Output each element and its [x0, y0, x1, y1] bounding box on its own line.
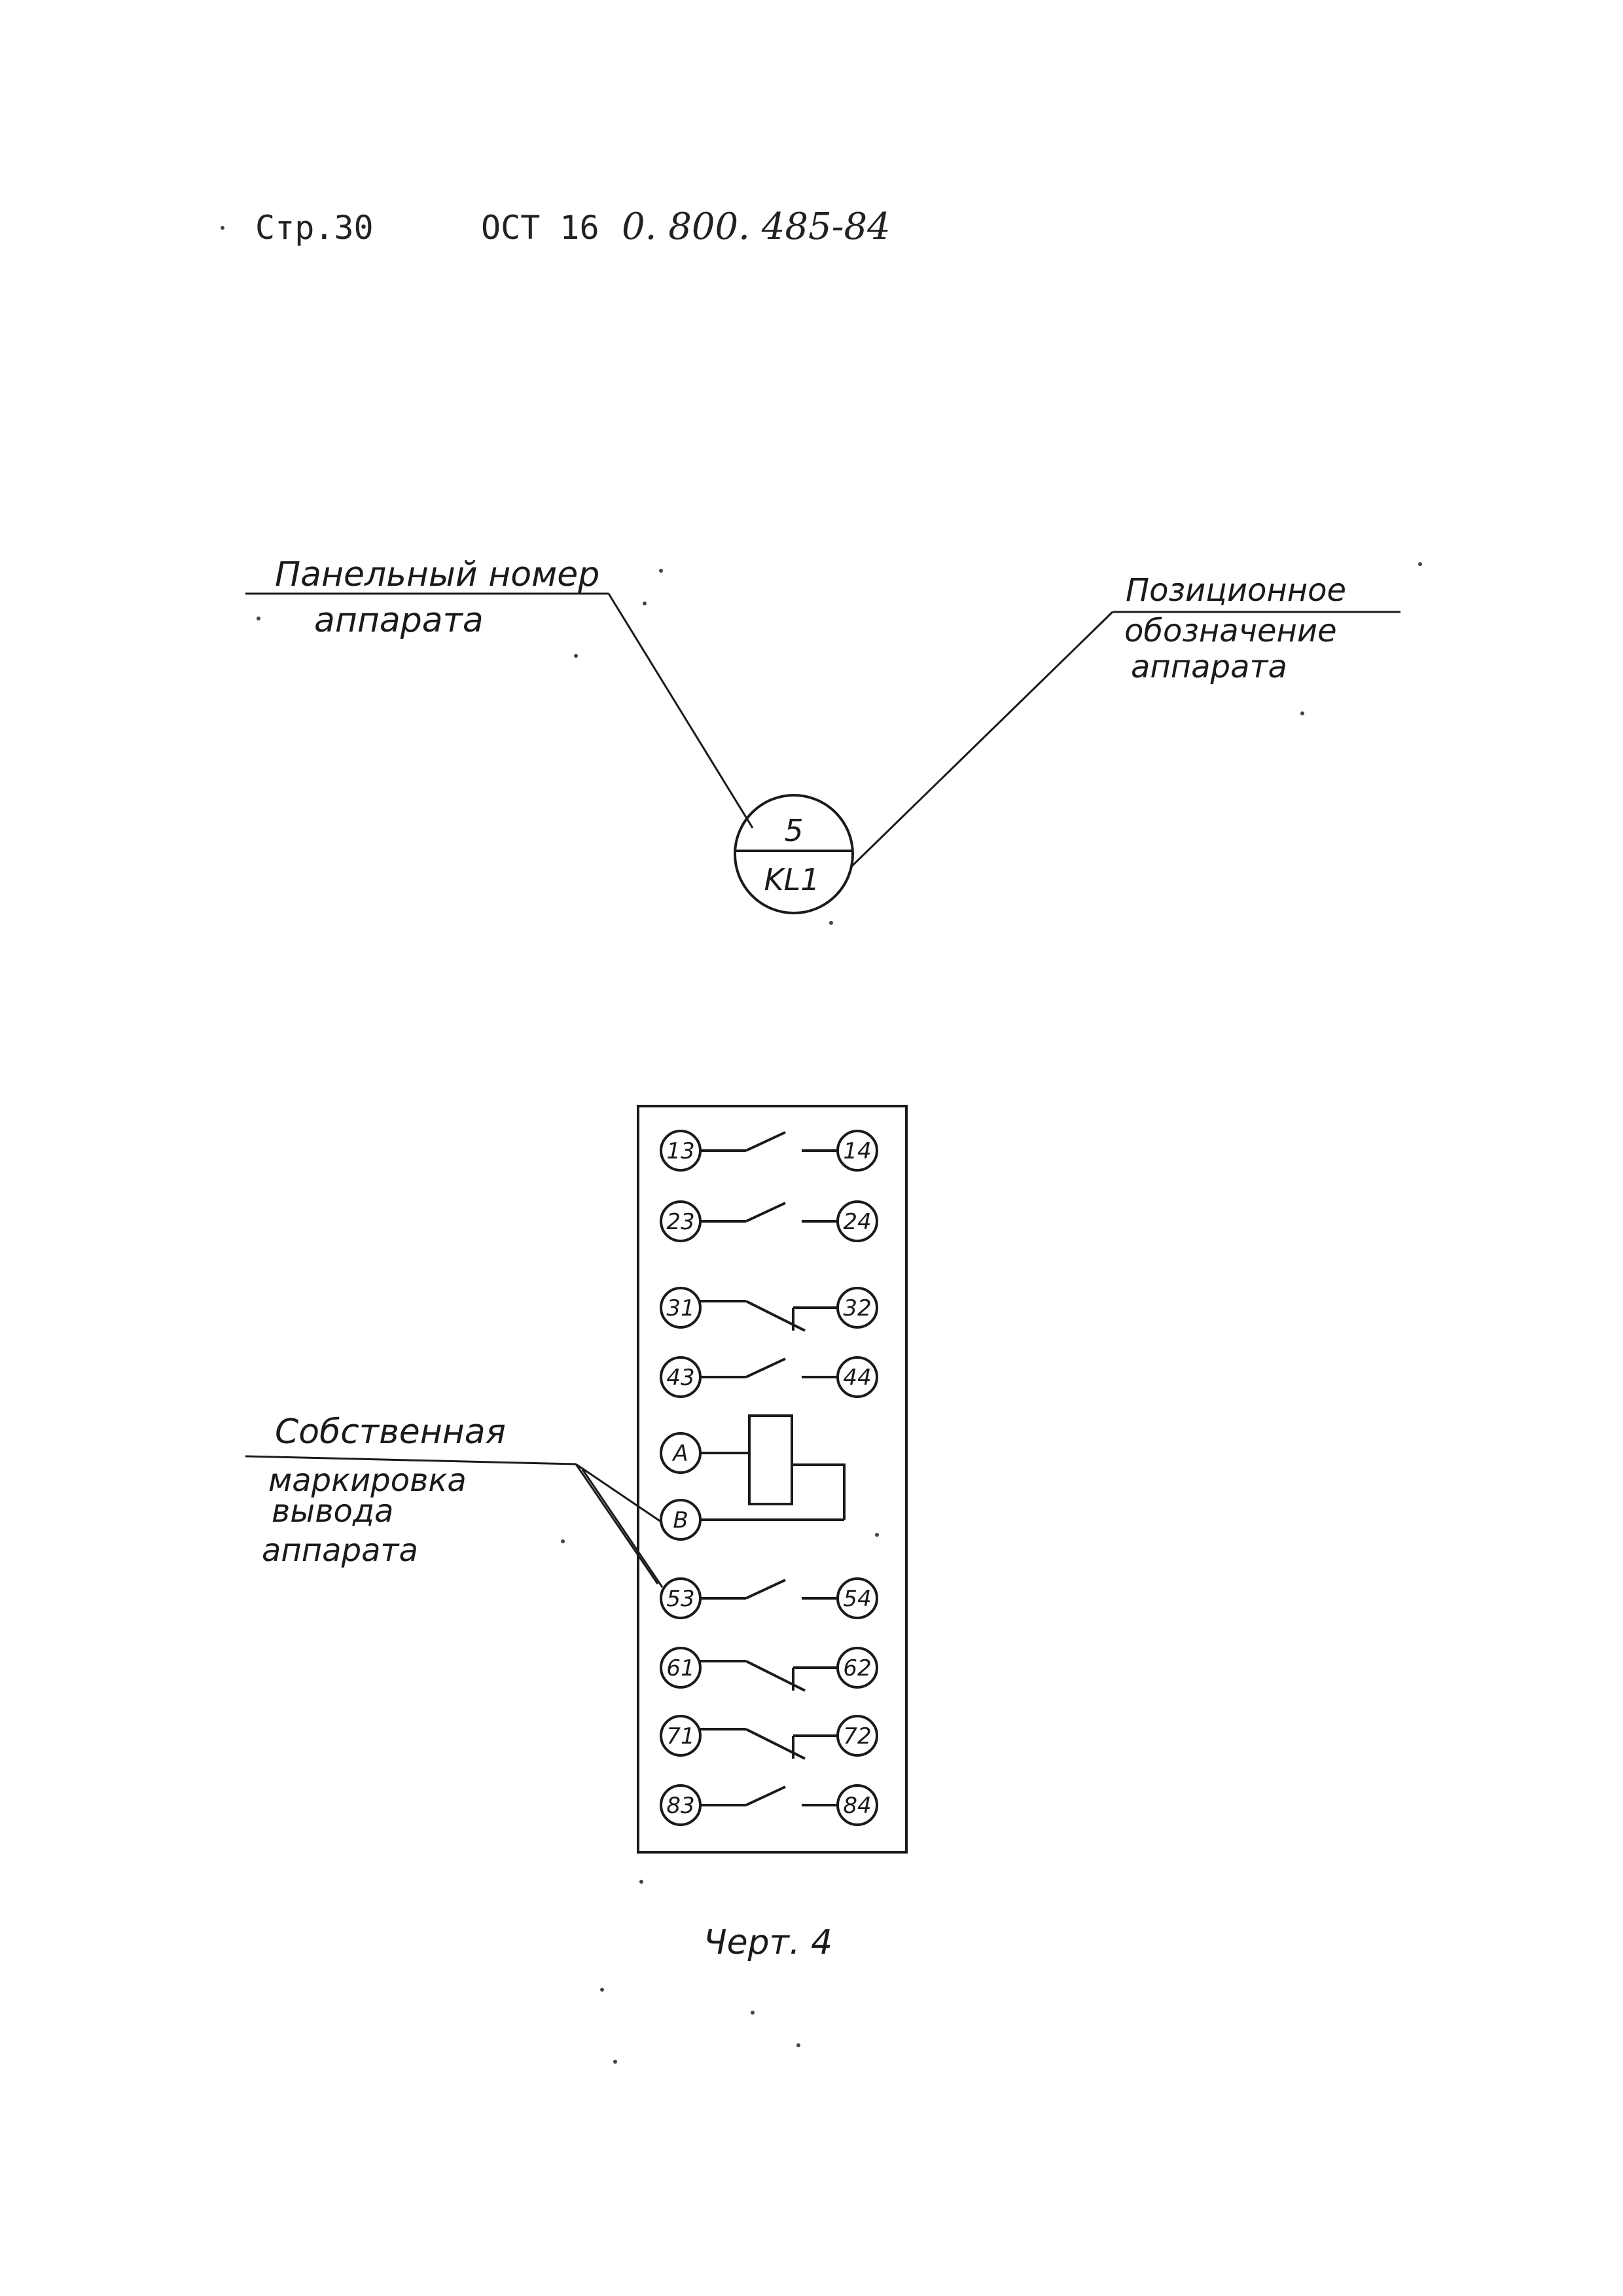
contact-44-terminal: 44: [836, 1356, 878, 1398]
contact-71-blade: [745, 1728, 806, 1760]
callout-position-line3: аппарата: [1131, 649, 1287, 685]
contact-14-terminal-label: 14: [843, 1138, 871, 1164]
contact-72-terminal: 72: [836, 1715, 878, 1757]
callout-position-line1: Позиционное: [1126, 572, 1346, 609]
contact-72-terminal-label: 72: [843, 1723, 871, 1749]
callout-marking-leader-2: [575, 1463, 659, 1585]
contact-31-blade: [745, 1300, 806, 1332]
contact-32-terminal-label: 32: [843, 1295, 871, 1321]
contact-43-terminal-label: 43: [666, 1365, 694, 1391]
relay-row-71: 71 72: [660, 1715, 878, 1760]
scan-specks: [221, 226, 1422, 2064]
contact-83-terminal-label: 83: [666, 1793, 694, 1819]
coil-5-terminal: В: [660, 1499, 702, 1541]
relay-row-83: 83 84: [660, 1784, 878, 1826]
contact-53-blade: [745, 1579, 786, 1600]
relay-row-13: 13 14: [660, 1130, 878, 1172]
contact-24-terminal: 24: [836, 1200, 878, 1242]
coil-return: [792, 1463, 846, 1520]
callout-panel-number-line1: Панельный номер: [275, 555, 599, 594]
relay-frame: [637, 1105, 908, 1854]
contact-23-terminal: 23: [660, 1200, 702, 1242]
contact-13-blade: [745, 1131, 786, 1152]
contact-71-terminal-label: 71: [666, 1723, 694, 1749]
page-header: Стр.30 ОСТ 16 0. 800. 485-84: [255, 206, 891, 248]
contact-23-blade: [745, 1202, 786, 1223]
callout-marking-line1: Собственная: [275, 1412, 506, 1452]
callout-position-line2: обозначение: [1124, 613, 1337, 649]
contact-13-terminal: 13: [660, 1130, 702, 1172]
page-label: Стр.30: [255, 209, 374, 247]
contact-62-terminal-label: 62: [843, 1655, 871, 1681]
callout-position-designation: Позиционное обозначение аппарата: [849, 572, 1400, 869]
contact-31-terminal: 31: [660, 1287, 702, 1329]
device-symbol: 5 KL1: [734, 794, 854, 914]
coil-4-terminal: A: [660, 1432, 702, 1474]
contact-84-terminal: 84: [836, 1784, 878, 1826]
contact-31-terminal-circle: [660, 1287, 702, 1329]
contact-71-terminal: 71: [660, 1715, 702, 1757]
relay-coil: [700, 1414, 846, 1521]
contact-24-terminal-label: 24: [843, 1209, 871, 1235]
callout-terminal-marking: Собственная маркировка вывода аппарата: [245, 1412, 664, 1588]
coil-body: [748, 1414, 793, 1505]
relay-row-В: В: [660, 1499, 702, 1541]
contact-13-terminal-label: 13: [666, 1138, 694, 1164]
callout-marking-leader-1: [575, 1463, 662, 1523]
callout-panel-number-line2: аппарата: [314, 601, 484, 640]
contact-54-terminal-label: 54: [843, 1586, 871, 1612]
callout-marking-line4: аппарата: [262, 1532, 418, 1569]
contact-61-terminal-label: 61: [666, 1655, 694, 1681]
relay-terminal-block: 13 14 23 24 31 32 43 44A В 53 54 61 62 71 72 83 84: [637, 1105, 908, 1854]
contact-53-terminal-label: 53: [666, 1586, 694, 1612]
callout-marking-leader-3: [581, 1469, 664, 1588]
contact-43-terminal: 43: [660, 1356, 702, 1398]
standard-number: 0. 800. 485-84: [622, 206, 891, 248]
position-designation: KL1: [764, 862, 819, 897]
callout-marking-line3: вывода: [272, 1493, 393, 1530]
contact-32-terminal: 32: [836, 1287, 878, 1329]
callout-panel-number-leader: [607, 593, 754, 829]
relay-rows: 13 14 23 24 31 32 43 44A В 53 54 61 62 71 72 83 84: [660, 1130, 878, 1826]
device-circle: [734, 794, 854, 914]
contact-84-terminal-label: 84: [843, 1793, 871, 1819]
callout-marking-line2: маркировка: [268, 1462, 467, 1499]
contact-43-blade: [745, 1357, 786, 1378]
relay-row-23: 23 24: [660, 1200, 878, 1242]
contact-53-terminal: 53: [660, 1577, 702, 1619]
relay-row-A: A: [660, 1432, 702, 1474]
contact-14-terminal: 14: [836, 1130, 878, 1172]
contact-54-terminal: 54: [836, 1577, 878, 1619]
standard-prefix: ОСТ 16: [481, 209, 599, 247]
contact-71-terminal-circle: [660, 1715, 702, 1757]
figure-caption: Черт. 4: [704, 1923, 832, 1962]
callout-panel-number: Панельный номер аппарата: [245, 555, 754, 829]
contact-23-terminal-label: 23: [666, 1209, 694, 1235]
relay-row-61: 61 62: [660, 1647, 878, 1692]
callout-marking-shelf: [245, 1455, 577, 1465]
contact-62-terminal: 62: [836, 1647, 878, 1689]
contact-61-terminal: 61: [660, 1647, 702, 1689]
contact-83-blade: [745, 1785, 786, 1806]
callout-position-leader: [849, 611, 1114, 869]
panel-number: 5: [784, 813, 803, 848]
coil-4-terminal-label: A: [671, 1441, 688, 1467]
contact-61-blade: [745, 1660, 806, 1692]
contact-31-terminal-label: 31: [666, 1295, 694, 1321]
relay-row-31: 31 32: [660, 1287, 878, 1332]
coil-5-terminal-label: В: [673, 1507, 688, 1534]
relay-row-53: 53 54: [660, 1577, 878, 1619]
contact-83-terminal: 83: [660, 1784, 702, 1826]
contact-44-terminal-label: 44: [843, 1365, 871, 1391]
relay-row-43: 43 44: [660, 1356, 878, 1398]
contact-61-terminal-circle: [660, 1647, 702, 1689]
